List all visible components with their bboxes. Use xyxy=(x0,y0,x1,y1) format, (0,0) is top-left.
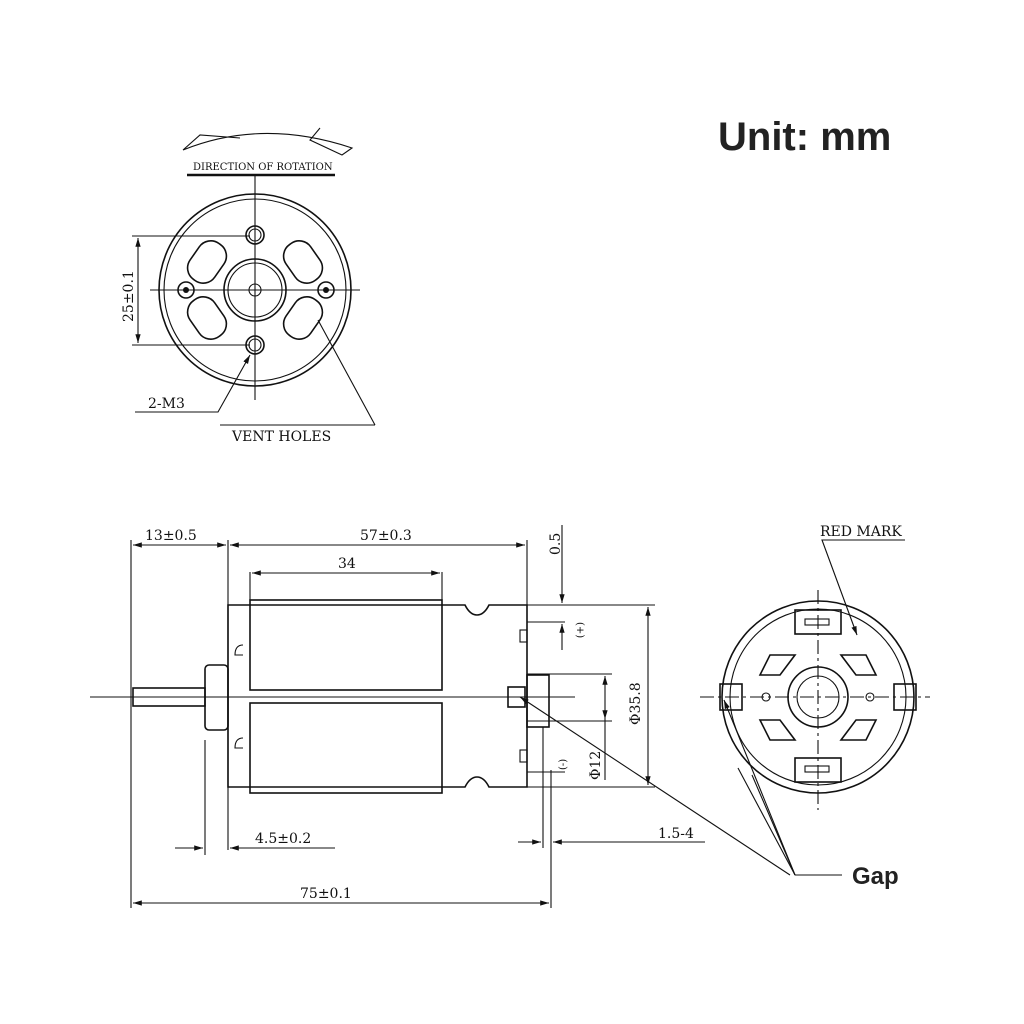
total-length-dim: 75±0.1 xyxy=(300,886,352,902)
motor-body xyxy=(227,604,528,788)
end-view: DIRECTION OF ROTATION 25±0.1 2-M3 VENT H… xyxy=(121,127,376,445)
unit-label: Unit: mm xyxy=(718,115,891,159)
gap-label: Gap xyxy=(852,863,899,890)
body-length-dim: 57±0.3 xyxy=(360,528,412,544)
plus-terminal-label: (+) xyxy=(574,622,585,638)
hole-spacing-dim: 25±0.1 xyxy=(121,270,137,322)
rear-view: RED MARK Gap xyxy=(700,524,930,890)
shaft-length-dim: 13±0.5 xyxy=(145,528,197,544)
vent-hole-shapes xyxy=(186,240,324,340)
boss-diameter-dim: Φ12 xyxy=(588,751,604,780)
magnet-length-dim: 34 xyxy=(338,556,356,572)
vent-holes-label: VENT HOLES xyxy=(231,429,331,445)
body-diameter-dim: Φ35.8 xyxy=(628,682,644,725)
terminal-offset-dim: 0.5 xyxy=(548,533,564,555)
rotation-label: DIRECTION OF ROTATION xyxy=(193,162,333,173)
side-view: 13±0.5 57±0.3 34 0.5 (+) (-) Φ35.8 Φ12 4… xyxy=(90,525,791,908)
flange-dim: 4.5±0.2 xyxy=(255,831,311,847)
red-mark-label: RED MARK xyxy=(820,524,902,540)
terminal-range-dim: 1.5-4 xyxy=(658,826,694,842)
mount-holes-label: 2-M3 xyxy=(148,396,185,412)
rotation-arrow xyxy=(182,127,354,156)
minus-terminal-label: (-) xyxy=(558,759,569,770)
